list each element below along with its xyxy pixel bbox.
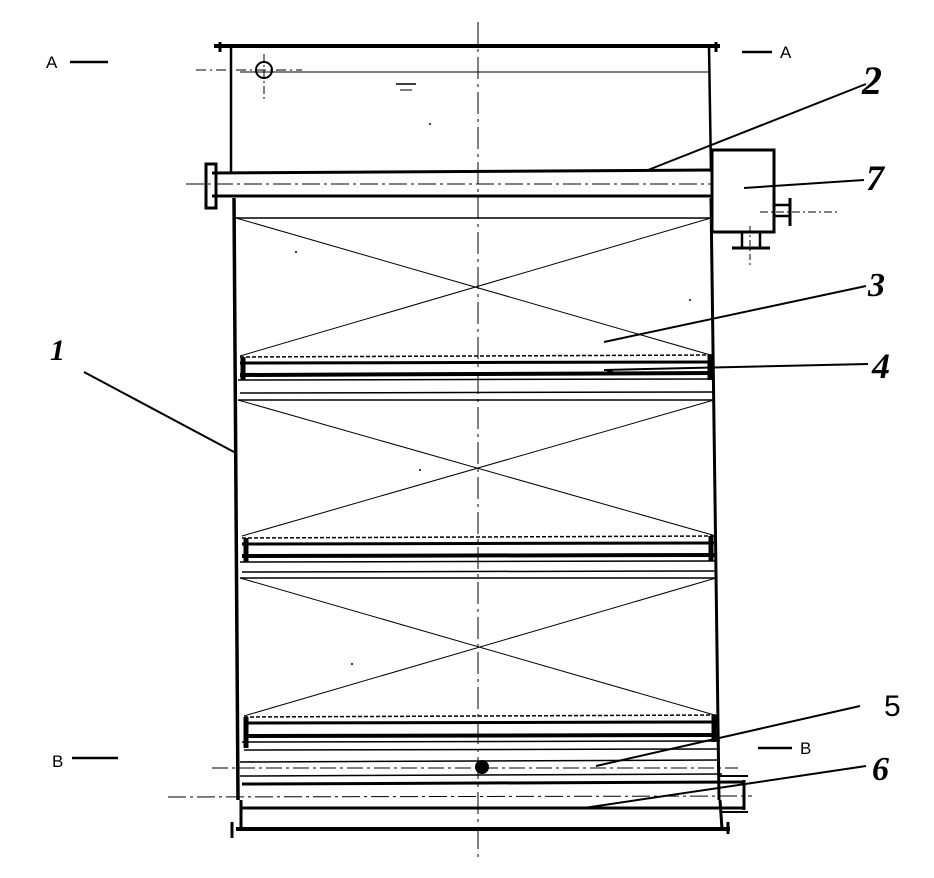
callout-7: 7 bbox=[743, 158, 886, 198]
section-marker-a-left: A bbox=[46, 53, 108, 72]
outlet-pipe bbox=[167, 775, 753, 813]
vessel-shell bbox=[214, 42, 730, 838]
callout-3: 3 bbox=[603, 267, 885, 343]
support-grids bbox=[237, 354, 721, 751]
top-nozzle-fitting bbox=[196, 54, 416, 100]
callout-2-number: 2 bbox=[861, 58, 882, 103]
section-b-left-letter: B bbox=[52, 752, 63, 771]
packing-sections bbox=[235, 217, 719, 717]
drawing-specks bbox=[295, 123, 691, 665]
callout-3-number: 3 bbox=[867, 267, 885, 304]
inlet-pipe bbox=[186, 162, 713, 210]
callout-5-number: 5 bbox=[884, 690, 901, 723]
callout-1-number: 1 bbox=[50, 334, 65, 367]
side-box bbox=[710, 148, 838, 266]
callout-2: 2 bbox=[647, 58, 882, 171]
callout-5: 5 bbox=[595, 690, 901, 767]
callout-4-number: 4 bbox=[871, 346, 890, 386]
section-marker-b-left: B bbox=[52, 752, 118, 771]
section-a-right-letter: A bbox=[780, 43, 792, 62]
callout-6-number: 6 bbox=[872, 751, 889, 788]
section-a-left-letter: A bbox=[46, 53, 58, 72]
callout-7-number: 7 bbox=[866, 158, 886, 198]
callout-6: 6 bbox=[583, 751, 889, 809]
callout-4: 4 bbox=[603, 346, 890, 386]
section-marker-b-right: B bbox=[758, 739, 811, 758]
section-b-right-letter: B bbox=[800, 739, 811, 758]
callout-1: 1 bbox=[50, 334, 235, 453]
section-marker-a-right: A bbox=[742, 43, 792, 62]
bottom-distributor bbox=[212, 759, 738, 777]
